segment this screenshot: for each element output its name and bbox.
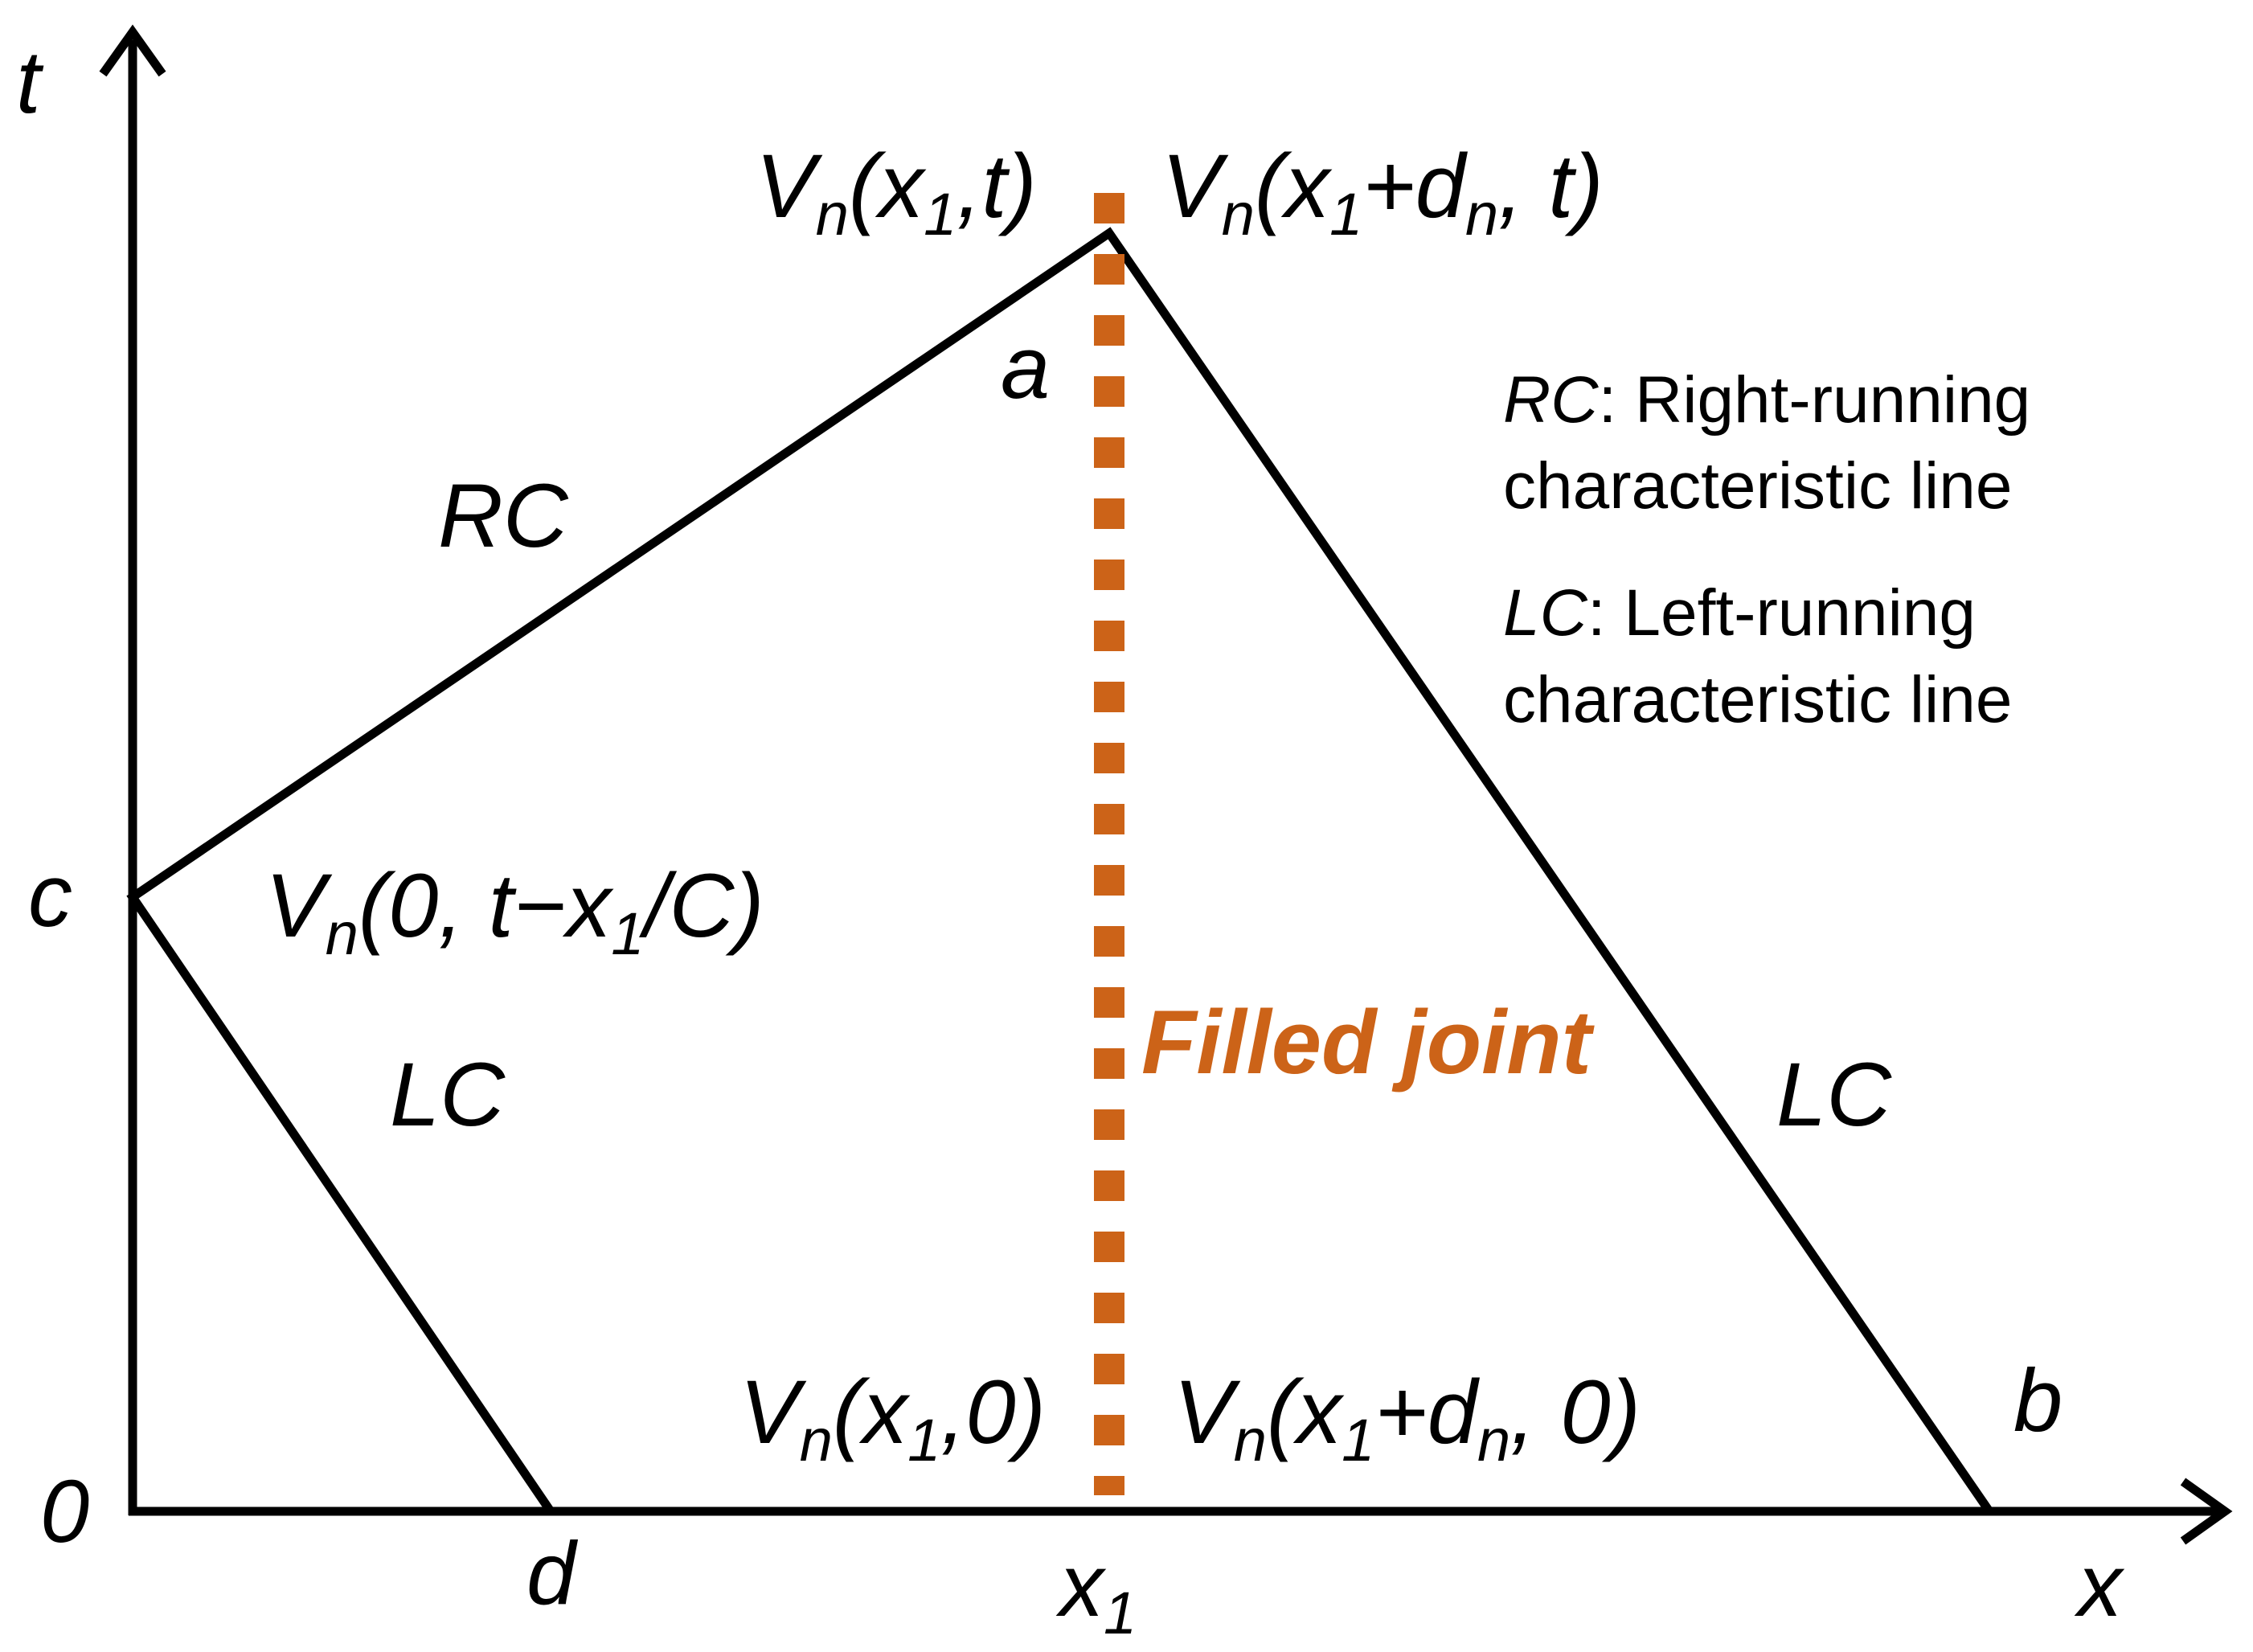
legend-rc-line2: characteristic line <box>1503 449 2012 523</box>
rc-line-label: RC <box>438 465 569 566</box>
value-bottom-left: Vn(x1,0) <box>739 1362 1046 1474</box>
t-axis-arrowhead <box>99 24 166 77</box>
lc-right-line-label: LC <box>1776 1044 1892 1145</box>
value-top-left: Vn(x1,t) <box>756 136 1037 248</box>
lc-left-line-label: LC <box>390 1044 506 1145</box>
origin-label: 0 <box>40 1462 89 1561</box>
legend-lc-line1: LC: Left-running <box>1503 576 1976 650</box>
t-axis-label: t <box>16 33 44 132</box>
x-axis-label: x <box>2074 1536 2125 1635</box>
point-d-label: d <box>526 1524 579 1623</box>
x-axis-arrowhead <box>2180 1478 2233 1545</box>
point-a-label: a <box>1001 318 1050 417</box>
value-top-right: Vn(x1+dn, t) <box>1161 136 1604 248</box>
value-bottom-right: Vn(x1+dn, 0) <box>1174 1362 1641 1474</box>
point-c-label: c <box>28 846 72 945</box>
point-b-label: b <box>2013 1351 2063 1450</box>
x1-label: x1 <box>1055 1536 1137 1646</box>
legend-rc-line1: RC: Right-running <box>1503 363 2030 437</box>
value-mid-c: Vn(0, t−x1/C) <box>265 855 764 967</box>
characteristic-polygon <box>126 227 1993 1515</box>
legend-lc-line2: characteristic line <box>1503 663 2012 736</box>
filled-joint-label: Filled joint <box>1141 992 1596 1092</box>
